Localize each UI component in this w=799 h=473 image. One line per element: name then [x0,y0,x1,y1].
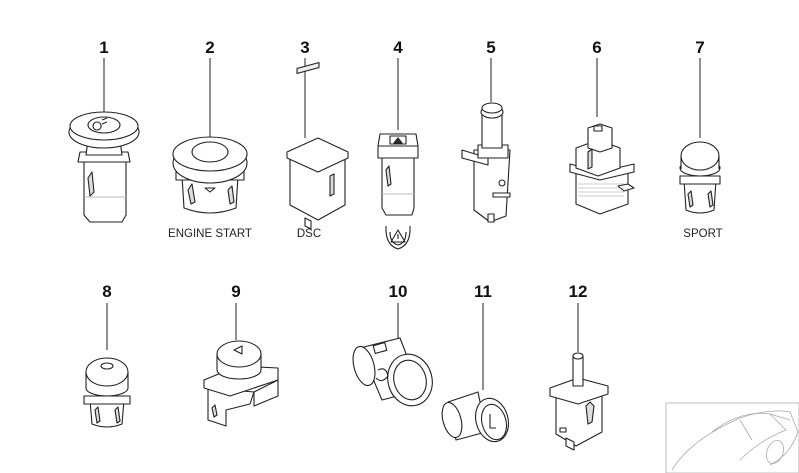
part-9-button [203,340,279,427]
label-sport: SPORT [683,228,723,240]
part-4-hazard-switch [377,133,419,250]
part-number-11: 11 [474,282,492,301]
part-number-1: 1 [99,38,109,57]
part-6-block-switch [569,123,635,215]
part-number-2: 2 [205,38,215,57]
part-number-12: 12 [568,282,588,301]
part-number-3: 3 [300,38,310,57]
part-number-6: 6 [592,38,602,57]
part-10-power-socket [352,337,433,407]
part-number-9: 9 [231,282,241,301]
part-2-engine-start-button [172,136,248,214]
part-3-dsc-switch [286,61,349,230]
part-number-5: 5 [486,38,496,57]
hazard-warning-icon [390,229,406,243]
part-7-sport-button [679,141,721,214]
part-8-button [83,357,131,428]
part-number-8: 8 [102,282,112,301]
part-5-plunger-switch [461,102,511,223]
part-12-switch [549,352,609,451]
label-dsc: DSC [296,228,322,240]
car-thumbnail [665,402,799,473]
label-engine-start: ENGINE START [168,228,252,240]
fog-light-icon [92,117,108,131]
part-1-fog-light-switch [68,111,140,223]
part-11-cigarette-lighter [441,391,510,443]
part-number-4: 4 [393,38,403,57]
part-number-7: 7 [695,38,705,57]
leader-lines [103,58,701,390]
part-number-10: 10 [388,282,408,301]
